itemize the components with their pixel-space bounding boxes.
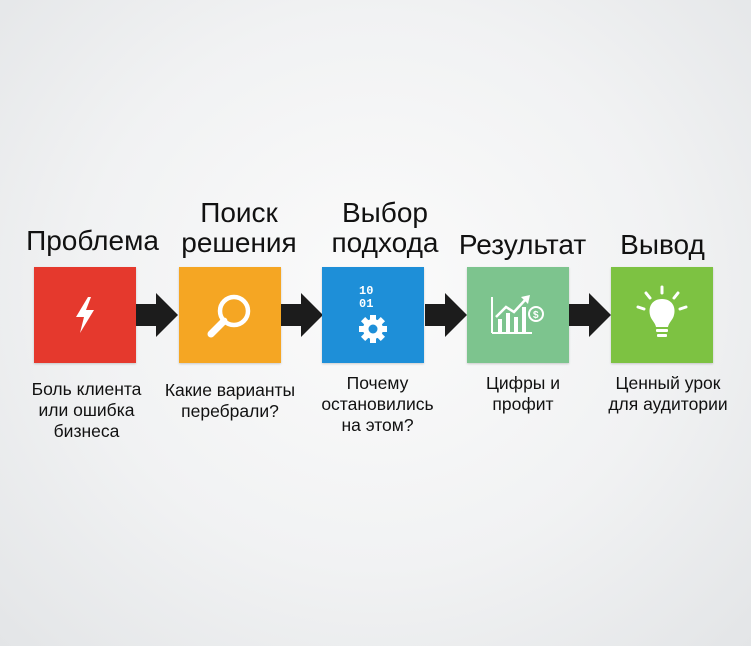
step-2-caption: Какие варианты перебрали?	[150, 380, 310, 422]
binary-gear-icon: 10 01	[359, 284, 387, 343]
step-1-caption-line: Боль клиента	[31, 379, 142, 399]
step-1-box	[34, 267, 136, 363]
lightbulb-icon	[636, 285, 688, 337]
step-2-title-line: Поиск	[200, 197, 278, 228]
growth-chart-icon: $	[491, 295, 544, 334]
lightning-icon	[76, 297, 94, 333]
step-2-box	[179, 267, 281, 363]
step-3-caption-line: Почему	[346, 373, 409, 393]
step-4-title-line: Результат	[458, 229, 587, 260]
step-3-box: 10 01	[322, 267, 424, 363]
arrow-right-icon	[281, 293, 323, 337]
step-1-caption-line: или ошибка	[38, 400, 135, 420]
step-2-caption-line: Какие варианты	[164, 380, 296, 400]
svg-text:$: $	[533, 310, 539, 321]
step-3-title-line: Выбор	[342, 197, 428, 228]
step-3-caption-line: на этом?	[341, 415, 414, 435]
step-5-title-line: Вывод	[620, 229, 705, 260]
step-4-box: $	[467, 267, 569, 363]
step-5-title: Вывод	[590, 230, 735, 260]
step-4-caption-line: профит	[492, 394, 554, 414]
step-3-caption: Почему остановились на этом?	[305, 373, 450, 436]
magnifier-icon	[207, 294, 251, 338]
svg-text:10: 10	[359, 284, 373, 298]
step-2-title: Поиск решения	[165, 198, 313, 258]
step-5-caption: Ценный урок для аудитории	[590, 373, 746, 415]
step-1-title: Проблема	[20, 226, 165, 256]
step-4-caption: Цифры и профит	[453, 373, 593, 415]
arrow-right-icon	[136, 293, 178, 337]
svg-text:01: 01	[359, 297, 373, 311]
step-3-title: Выбор подхода	[310, 198, 460, 258]
arrow-right-icon	[425, 293, 467, 337]
step-1-title-line: Проблема	[26, 225, 159, 256]
step-2-title-line: решения	[181, 227, 297, 258]
step-3-title-line: подхода	[331, 227, 439, 258]
step-1-caption-line: бизнеса	[53, 421, 120, 441]
step-1-caption: Боль клиента или ошибка бизнеса	[14, 379, 159, 442]
step-5-caption-line: Ценный урок	[615, 373, 721, 393]
arrow-right-icon	[569, 293, 611, 337]
step-5-box	[611, 267, 713, 363]
step-3-caption-line: остановились	[321, 394, 434, 414]
step-5-caption-line: для аудитории	[608, 394, 728, 414]
step-4-caption-line: Цифры и	[485, 373, 561, 393]
step-2-caption-line: перебрали?	[181, 401, 279, 421]
step-4-title: Результат	[450, 230, 595, 260]
